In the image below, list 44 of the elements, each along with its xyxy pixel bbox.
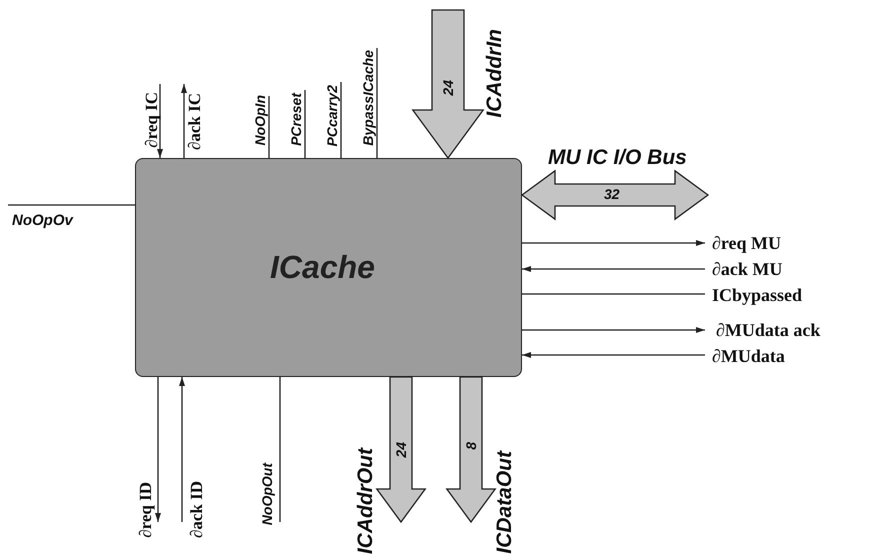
bus-width-label: 32	[604, 187, 620, 201]
signal-line	[522, 352, 705, 358]
signal-line	[268, 96, 270, 158]
signal-line	[522, 240, 705, 246]
signal-label: ∂req IC	[143, 92, 160, 148]
bus-name: ICDataOut	[494, 451, 515, 554]
signal-label: PCcarry2	[325, 84, 339, 146]
signal-line	[522, 266, 705, 272]
signal-label: NoOpIn	[253, 95, 267, 146]
signal-label: ∂ack IC	[186, 92, 203, 150]
bus-width-label: 24	[441, 80, 455, 96]
signal-label: BypassICache	[361, 50, 375, 146]
block-title: ICache	[270, 249, 375, 286]
signal-line	[522, 327, 705, 333]
signal-label: ICbypassed	[712, 286, 802, 304]
signal-line	[179, 377, 185, 522]
signal-line	[8, 204, 135, 206]
signal-line	[340, 82, 342, 158]
signal-line	[155, 377, 161, 522]
bus-arrow	[520, 170, 710, 220]
bus-arrow	[376, 376, 426, 524]
bus-name: ICAddrIn	[484, 29, 505, 118]
signal-line	[279, 377, 281, 522]
signal-line	[181, 84, 187, 158]
signal-line	[376, 48, 378, 158]
signal-label: PCreset	[289, 93, 303, 146]
signal-label: ∂ack MU	[712, 260, 782, 278]
block-box	[135, 158, 522, 377]
bus-width-label: 8	[464, 442, 478, 450]
bus-arrow	[446, 376, 496, 524]
bus-width-label: 24	[394, 442, 408, 458]
signal-line	[522, 293, 705, 295]
signal-label: ∂MUdata	[712, 347, 785, 365]
signal-label: ∂MUdata ack	[716, 321, 820, 339]
signal-line	[157, 84, 163, 158]
bus-name: ICAddrOut	[355, 448, 376, 554]
signal-label: ∂req ID	[137, 482, 154, 538]
bus-arrow	[412, 9, 484, 160]
signal-label: NoOpOv	[12, 213, 73, 228]
signal-label: ∂req MU	[712, 234, 782, 252]
signal-label: NoOpOut	[260, 462, 274, 525]
signal-line	[304, 90, 306, 158]
bus-name: MU IC I/O Bus	[548, 147, 687, 168]
signal-label: ∂ack ID	[188, 480, 205, 538]
